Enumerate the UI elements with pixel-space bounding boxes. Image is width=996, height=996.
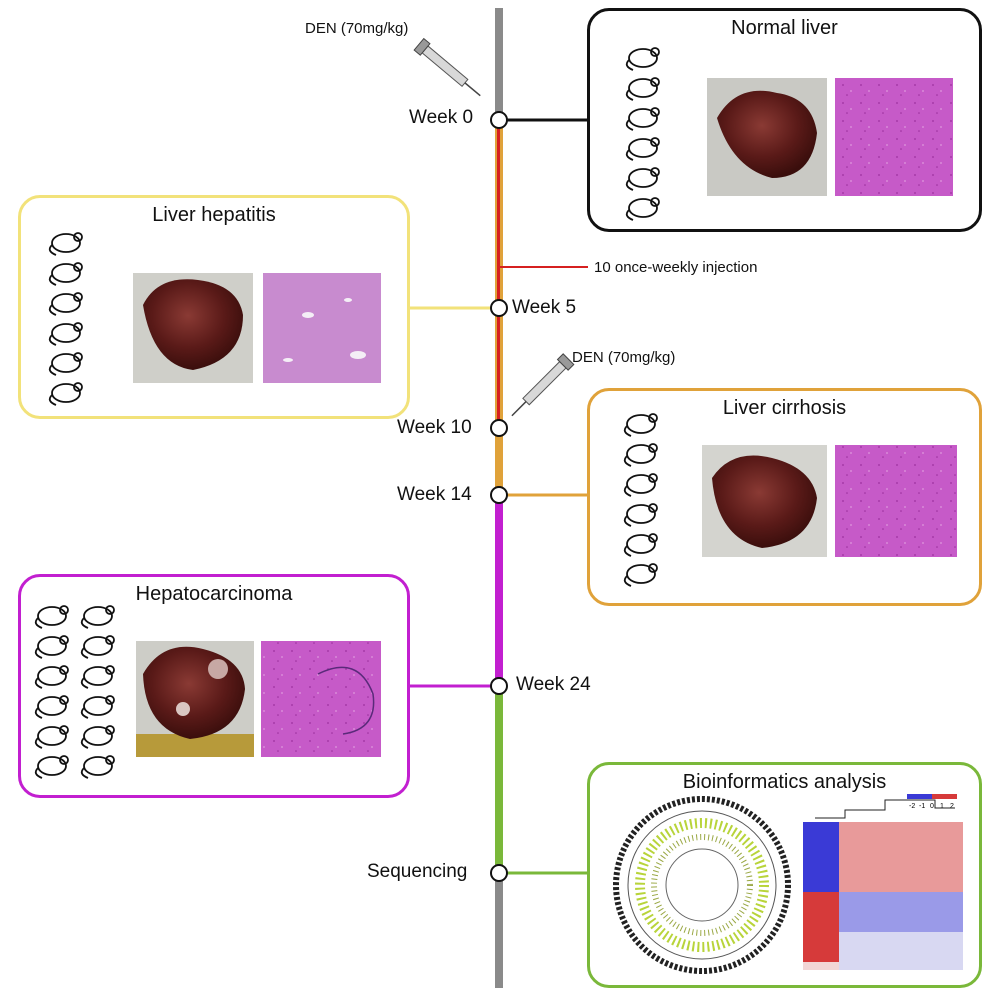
heatmap bbox=[803, 799, 963, 970]
legend-tick: -2 bbox=[909, 803, 915, 810]
circos-plot bbox=[613, 796, 791, 974]
legend-tick: 1 bbox=[940, 803, 944, 810]
den-dose-label: DEN (70mg/kg) bbox=[305, 20, 409, 37]
legend-tick: -1 bbox=[919, 803, 925, 810]
syringe-icon bbox=[511, 353, 575, 417]
week10-label: Week 10 bbox=[397, 417, 472, 438]
bioinformatics-box: Bioinformatics analysis -2 -1 0 1 bbox=[587, 762, 982, 988]
node-sequencing bbox=[490, 864, 508, 882]
normal-liver-box: Normal liver bbox=[587, 8, 982, 232]
heatmap-legend: -2 -1 0 1 2 bbox=[907, 794, 957, 810]
segment-hcc bbox=[495, 495, 503, 685]
hepatocarcinoma-box: Hepatocarcinoma bbox=[18, 574, 410, 798]
box-title: Liver hepatitis bbox=[152, 204, 276, 226]
liver-photo bbox=[707, 78, 827, 196]
week24-label: Week 24 bbox=[516, 674, 591, 695]
node-week0 bbox=[490, 111, 508, 129]
liver-photo bbox=[133, 273, 253, 383]
mouse-icon-column bbox=[623, 413, 658, 587]
node-week14 bbox=[490, 486, 508, 504]
den-dose-label: DEN (70mg/kg) bbox=[572, 349, 676, 366]
injection-note: 10 once-weekly injection bbox=[594, 259, 758, 276]
syringe-icon bbox=[413, 37, 481, 97]
liver-photo bbox=[136, 641, 254, 757]
mouse-icon-grid bbox=[34, 605, 115, 779]
node-week10 bbox=[490, 419, 508, 437]
box-title: Hepatocarcinoma bbox=[135, 583, 293, 605]
mouse-icon-column bbox=[625, 47, 660, 221]
node-week5 bbox=[490, 299, 508, 317]
week0-label: Week 0 bbox=[409, 107, 474, 128]
mouse-icon-column bbox=[48, 232, 83, 406]
segment-cirrhosis bbox=[495, 430, 503, 495]
liver-cirrhosis-box: Liver cirrhosis bbox=[587, 388, 982, 606]
he-stain-image bbox=[263, 273, 381, 383]
box-title: Normal liver bbox=[731, 17, 838, 39]
liver-hepatitis-box: Liver hepatitis bbox=[18, 195, 410, 419]
segment-bioinfo bbox=[495, 685, 503, 875]
liver-photo bbox=[702, 445, 827, 557]
he-stain-image bbox=[835, 445, 957, 557]
week14-label: Week 14 bbox=[397, 484, 472, 505]
legend-tick: 0 bbox=[930, 803, 934, 810]
node-week24 bbox=[490, 677, 508, 695]
he-stain-image bbox=[261, 641, 381, 757]
he-stain-image bbox=[835, 78, 953, 196]
box-title: Liver cirrhosis bbox=[722, 397, 847, 419]
box-title: Bioinformatics analysis bbox=[682, 771, 887, 793]
sequencing-label: Sequencing bbox=[367, 861, 468, 882]
week5-label: Week 5 bbox=[512, 297, 577, 318]
legend-tick: 2 bbox=[950, 803, 954, 810]
